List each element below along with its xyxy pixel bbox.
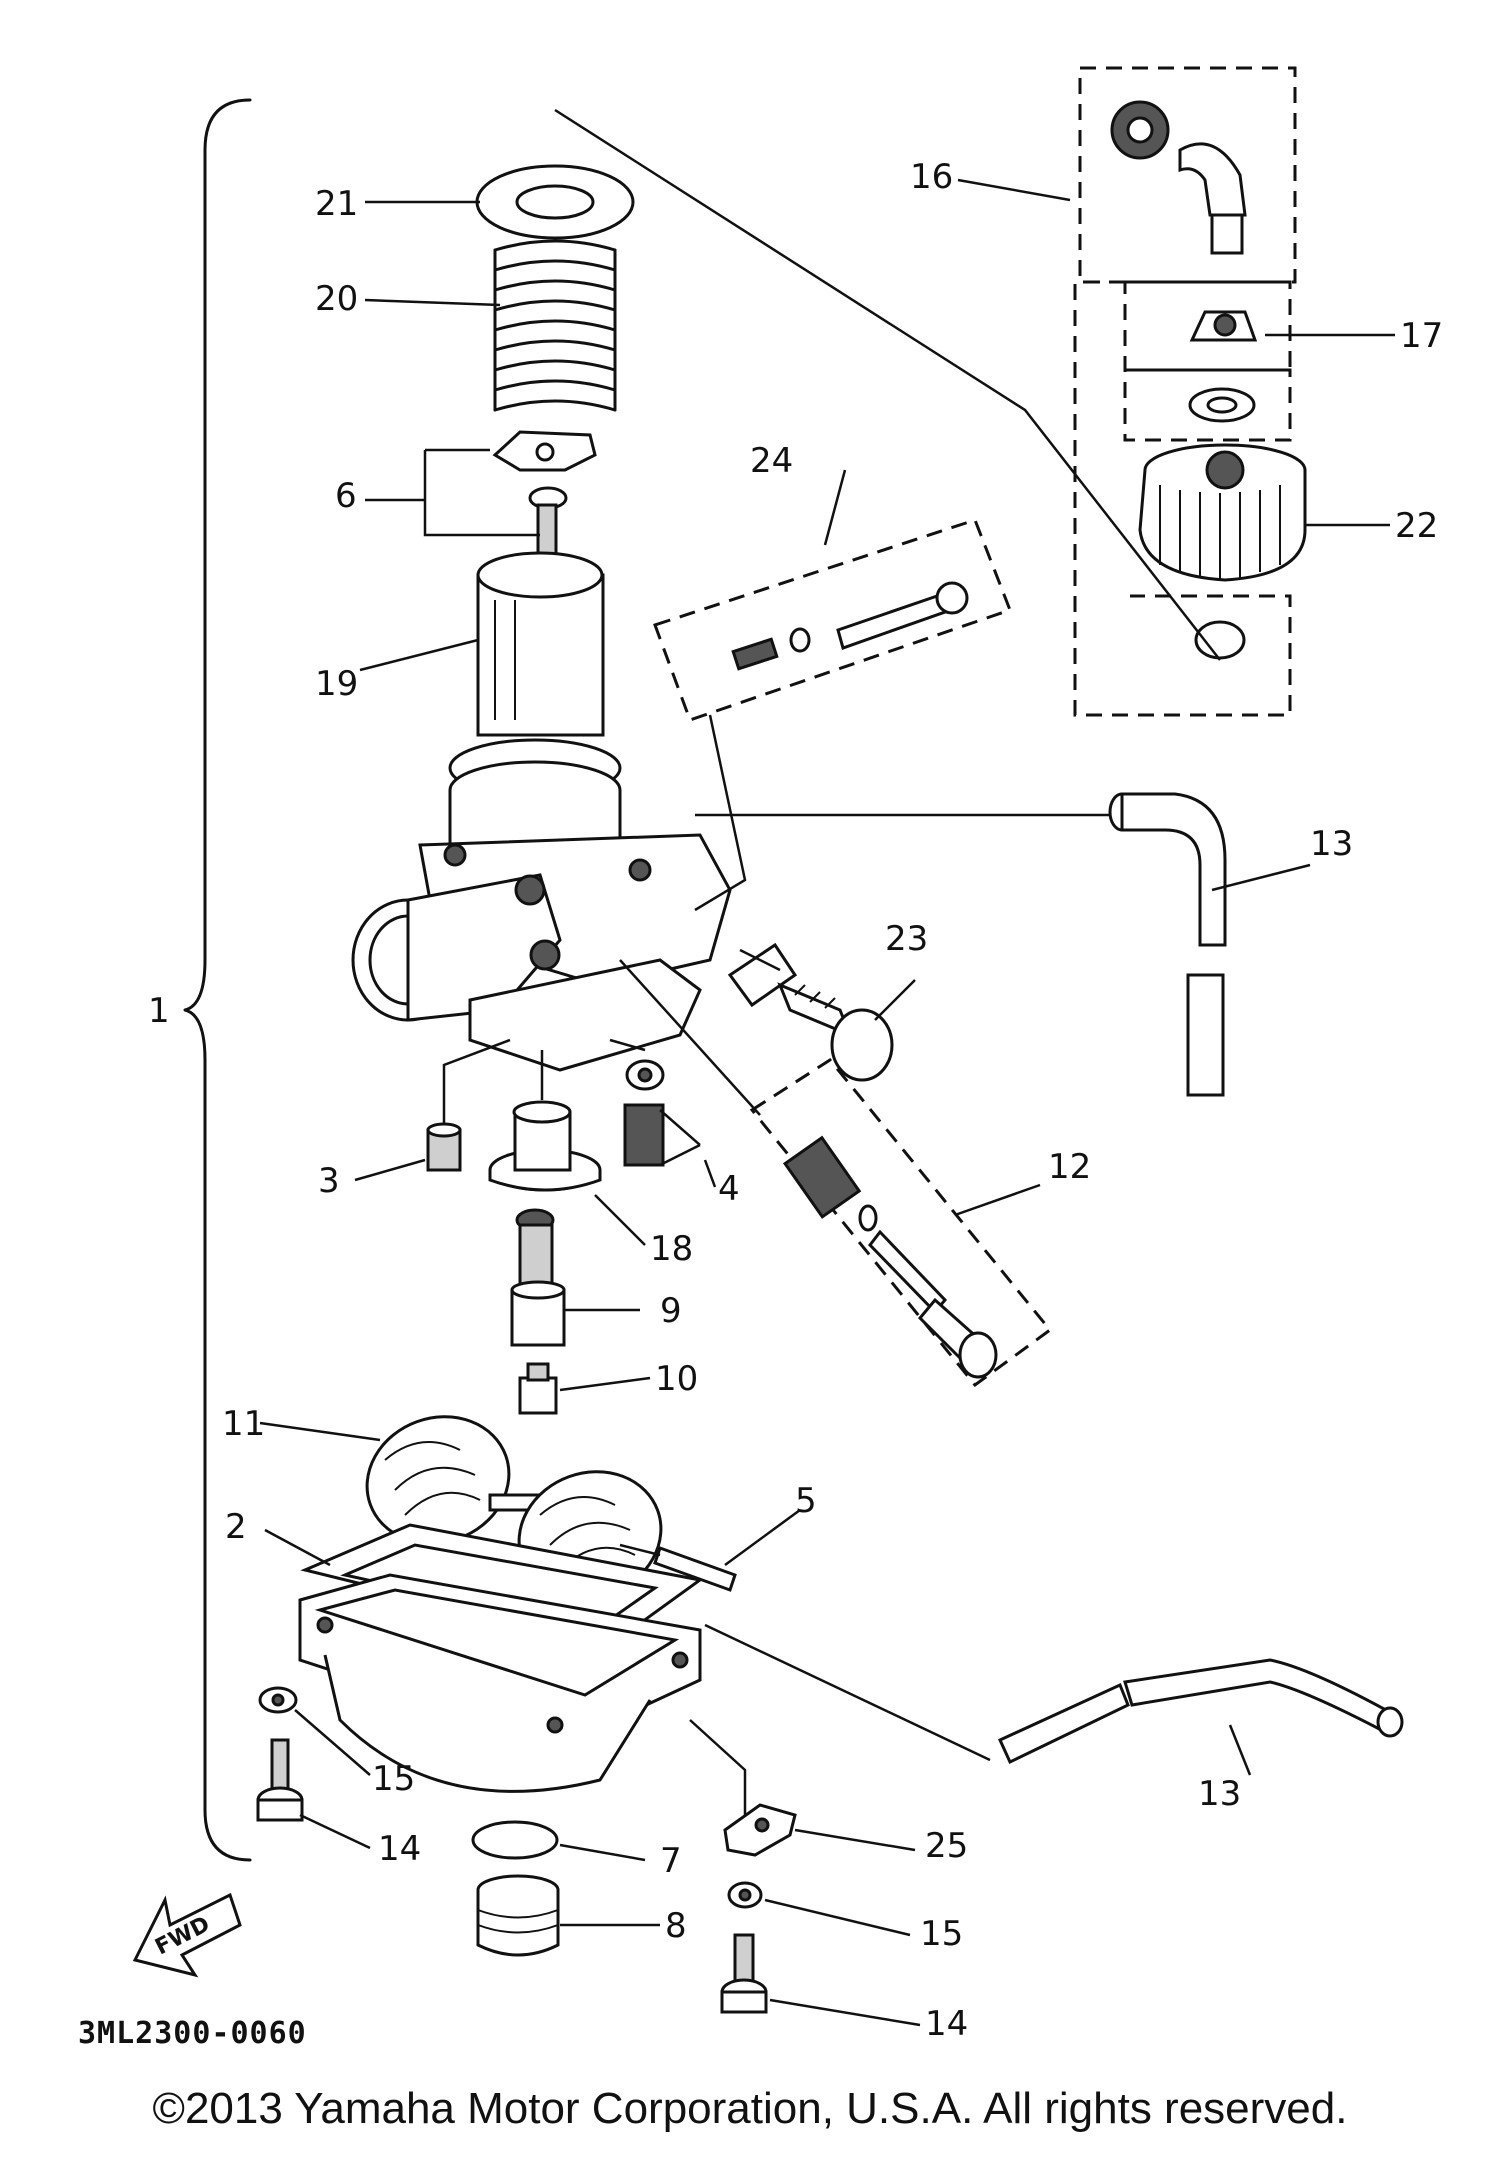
part-18-needle-jet-holder [488, 1050, 602, 1192]
part-4-screw-spring [609, 1038, 701, 1167]
label-part-1: 1 [148, 991, 170, 1031]
part-float-chamber-bowl [298, 1573, 702, 1793]
part-13-hose-upper [1108, 792, 1227, 1097]
label-part-19: 19 [315, 664, 358, 704]
label-part-17: 17 [1400, 316, 1443, 356]
part-15-washer-left [258, 1686, 298, 1714]
label-part-23: 23 [885, 919, 928, 959]
label-part-7: 7 [660, 1841, 682, 1881]
label-part-14-right: 14 [925, 2004, 968, 2044]
label-part-15-left: 15 [372, 1759, 415, 1799]
label-part-11: 11 [222, 1404, 265, 1444]
part-5-float-pin [619, 1543, 737, 1592]
part-12-air-screw-set [619, 959, 1053, 1388]
label-part-3: 3 [318, 1161, 340, 1201]
copyright-notice: ©2013 Yamaha Motor Corporation, U.S.A. A… [152, 2084, 1348, 2133]
label-part-10: 10 [655, 1359, 698, 1399]
label-part-16: 16 [910, 157, 953, 197]
label-part-4: 4 [718, 1169, 740, 1209]
label-part-9: 9 [660, 1291, 682, 1331]
part-22-mixing-chamber-top [1138, 443, 1307, 660]
label-part-22: 22 [1395, 506, 1438, 546]
part-21-washer [475, 164, 635, 240]
part-13-hose-lower [704, 1623, 1404, 1765]
part-15-washer-right [727, 1881, 763, 1909]
label-part-14-left: 14 [378, 1829, 421, 1869]
label-part-15-right: 15 [920, 1914, 963, 1954]
label-part-2: 2 [225, 1507, 247, 1547]
part-labels: 1 2 3 4 5 6 7 8 9 10 11 12 13 13 14 14 1… [148, 157, 1443, 2044]
label-part-13-upper: 13 [1310, 824, 1353, 864]
leader-lines [259, 178, 1395, 2027]
part-17-nut [1188, 310, 1258, 423]
part-3-pilot-jet [426, 1038, 511, 1172]
part-1-carburetor-body [351, 738, 732, 1072]
diagram-code: 3ML2300-0060 [78, 2016, 307, 2051]
label-part-20: 20 [315, 279, 358, 319]
part-25-bracket [689, 1719, 797, 1857]
label-part-12: 12 [1048, 1147, 1091, 1187]
label-part-25: 25 [925, 1826, 968, 1866]
part-8-drain-plug [476, 1874, 560, 1957]
part-10-main-jet [518, 1362, 558, 1415]
assembly-brace [183, 98, 252, 1862]
label-part-21: 21 [315, 184, 358, 224]
part-7-o-ring [471, 1820, 559, 1860]
label-part-5: 5 [795, 1481, 817, 1521]
label-part-24: 24 [750, 441, 793, 481]
label-part-13-lower: 13 [1198, 1774, 1241, 1814]
part-14-screw-left [256, 1738, 304, 1822]
part-9-needle-jet [510, 1208, 566, 1347]
fwd-arrow-icon: FWD [132, 1892, 242, 1978]
part-24-pilot-screw-set [653, 518, 1012, 912]
part-20-spring [493, 239, 617, 412]
label-part-6: 6 [335, 476, 357, 516]
label-part-8: 8 [665, 1906, 687, 1946]
part-14-screw-right [720, 1933, 768, 2014]
part-16-cable-adjuster-group [1073, 66, 1297, 717]
part-19-throttle-slide [476, 551, 605, 737]
part-23-throttle-stop-screw [727, 942, 894, 1082]
label-part-18: 18 [650, 1229, 693, 1269]
